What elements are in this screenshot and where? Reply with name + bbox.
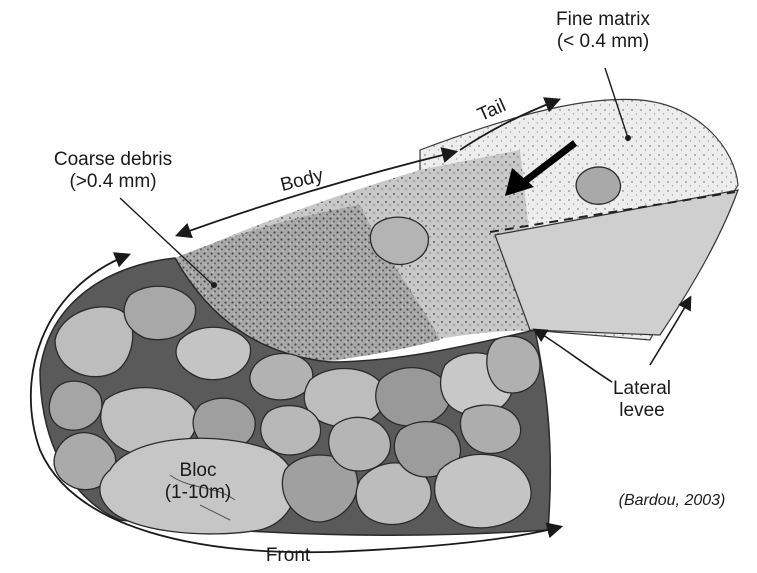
boulder bbox=[124, 286, 195, 339]
boulder bbox=[487, 336, 540, 393]
fine-matrix-point bbox=[625, 135, 631, 141]
boulder bbox=[329, 417, 391, 471]
boulder-tail bbox=[576, 167, 620, 204]
front-label: Front bbox=[248, 545, 328, 567]
coarse-debris-point bbox=[211, 282, 217, 288]
boulder bbox=[49, 381, 102, 430]
bloc-size: (1-10m) bbox=[148, 482, 248, 504]
fine-matrix-title: Fine matrix bbox=[528, 9, 678, 31]
boulder bbox=[250, 354, 313, 400]
bloc-title: Bloc bbox=[148, 460, 248, 482]
lateral-levee-label: Lateral levee bbox=[592, 378, 692, 422]
boulder bbox=[460, 405, 520, 453]
coarse-debris-label: Coarse debris (>0.4 mm) bbox=[28, 149, 198, 193]
coarse-debris-title: Coarse debris bbox=[28, 149, 198, 171]
boulder bbox=[435, 454, 532, 527]
lateral-levee-arrow bbox=[535, 330, 612, 382]
citation: (Bardou, 2003) bbox=[592, 490, 752, 512]
fine-matrix-size: (< 0.4 mm) bbox=[528, 31, 678, 53]
coarse-debris-size: (>0.4 mm) bbox=[28, 171, 198, 193]
boulder bbox=[376, 368, 451, 426]
bloc-label: Bloc (1-10m) bbox=[148, 460, 248, 504]
lateral-levee-line1: Lateral bbox=[592, 378, 692, 400]
lateral-levee-line2: levee bbox=[592, 400, 692, 422]
boulder bbox=[261, 406, 321, 455]
fine-matrix-label: Fine matrix (< 0.4 mm) bbox=[528, 9, 678, 53]
